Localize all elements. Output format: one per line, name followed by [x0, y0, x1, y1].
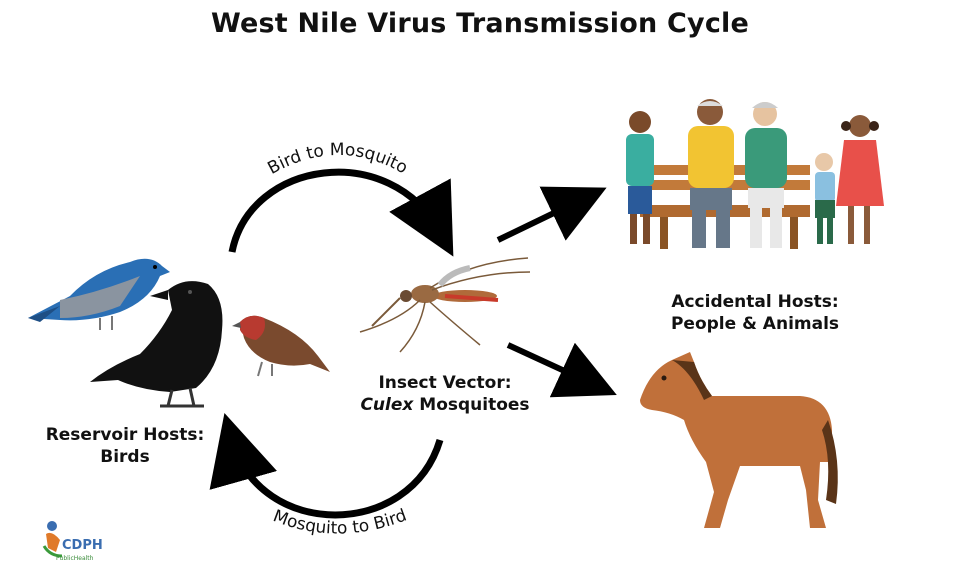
bird-to-mosquito-arrow — [228, 168, 454, 257]
finch-icon — [232, 315, 330, 377]
vector-line2: Culex Mosquitoes — [335, 394, 555, 416]
vector-line1: Insect Vector: — [378, 373, 512, 393]
accidental-line1: Accidental Hosts: — [671, 292, 839, 312]
insect-vector-label: Insect Vector: Culex Mosquitoes — [335, 372, 555, 416]
arc-label-bottom: Mosquito to Bird — [270, 505, 409, 538]
accidental-line2: People & Animals — [670, 314, 840, 334]
vector-genus: Culex — [360, 395, 414, 415]
people-icon — [626, 99, 884, 249]
logo-text: CDPH — [62, 538, 103, 553]
reservoir-line2: Birds — [100, 447, 150, 467]
horse-icon — [640, 352, 838, 528]
arrow-to-people — [496, 186, 607, 243]
vector-common-name: Mosquitoes — [413, 395, 530, 415]
diagram-title: West Nile Virus Transmission Cycle — [210, 8, 750, 39]
svg-text:Mosquito to Bird: Mosquito to Bird — [270, 505, 409, 538]
mosquito-to-bird-arrow — [209, 413, 444, 519]
mosquito-icon — [359, 257, 531, 353]
arrow-to-horse — [506, 342, 617, 398]
logo-subtext: PublicHealth — [56, 555, 94, 562]
crow-icon — [90, 281, 223, 408]
reservoir-line1: Reservoir Hosts: — [45, 425, 205, 445]
bluebird-icon — [28, 258, 170, 330]
accidental-hosts-label: Accidental Hosts: People & Animals — [640, 291, 870, 335]
cdph-logo-icon — [42, 521, 63, 558]
reservoir-hosts-label: Reservoir Hosts: Birds — [20, 424, 230, 468]
